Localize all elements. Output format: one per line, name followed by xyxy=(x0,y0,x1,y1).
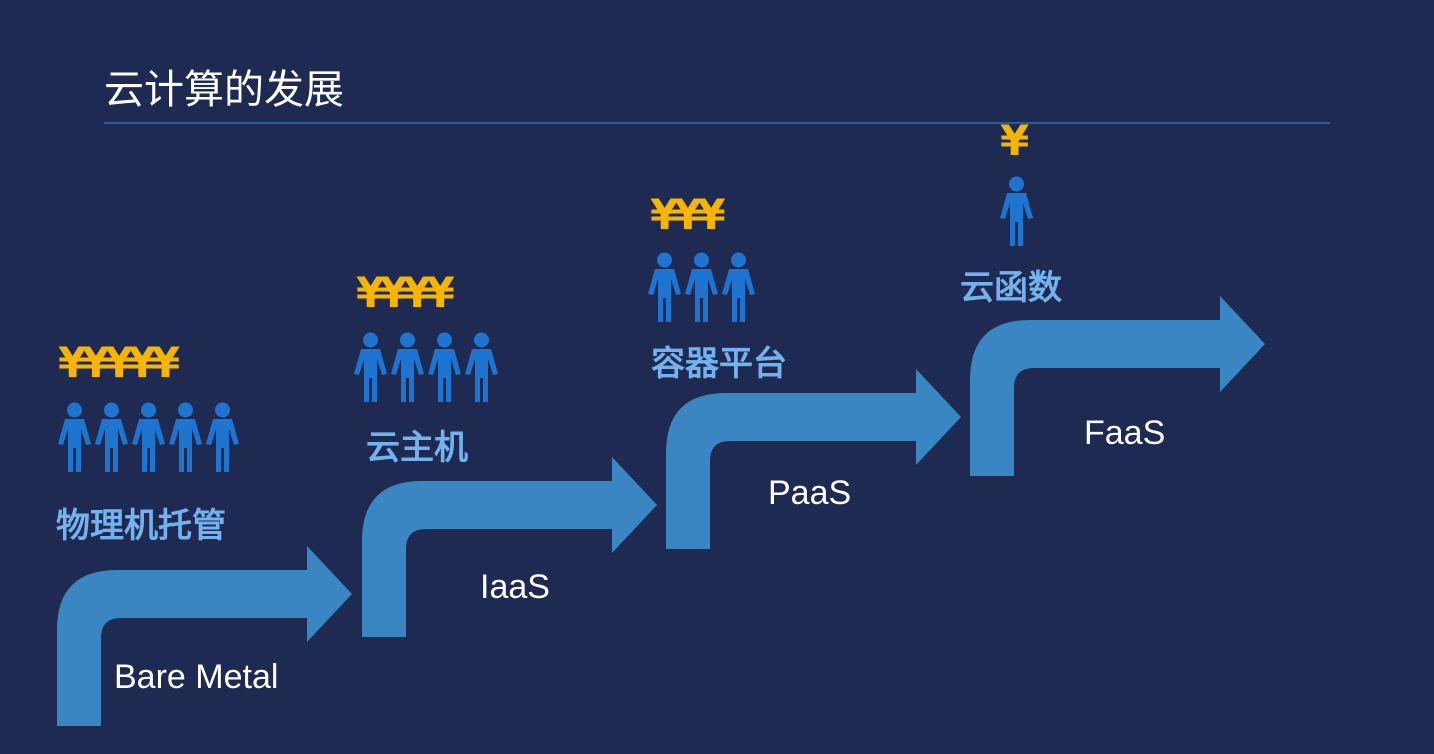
person-icon xyxy=(58,402,91,472)
person-icon xyxy=(391,332,424,402)
cost-indicator-faas: ¥ xyxy=(1000,116,1029,165)
stage-label-faas: FaaS xyxy=(1084,414,1166,452)
step-arrow-faas xyxy=(970,296,1265,476)
cost-indicator-iaas: ¥¥¥¥ xyxy=(356,268,455,317)
person-icon xyxy=(95,402,128,472)
stage-name-bare-metal: 物理机托管 xyxy=(56,506,226,546)
stage-name-iaas: 云主机 xyxy=(366,428,468,468)
person-icon xyxy=(169,402,202,472)
page-title: 云计算的发展 xyxy=(104,67,344,113)
title-divider xyxy=(104,122,1330,124)
staff-indicator-faas xyxy=(1000,176,1033,248)
person-icon xyxy=(648,252,681,322)
person-icon xyxy=(354,332,387,402)
stage-name-paas: 容器平台 xyxy=(651,344,787,384)
person-icon xyxy=(1000,176,1033,246)
cost-indicator-paas: ¥¥¥ xyxy=(650,190,726,239)
staff-indicator-bare-metal xyxy=(58,402,239,474)
stage-name-faas: 云函数 xyxy=(960,268,1062,308)
person-icon xyxy=(132,402,165,472)
cost-indicator-bare-metal: ¥¥¥¥¥ xyxy=(58,338,180,387)
person-icon xyxy=(685,252,718,322)
stage-label-bare-metal: Bare Metal xyxy=(114,658,279,696)
step-arrow-iaas xyxy=(362,457,657,637)
person-icon xyxy=(428,332,461,402)
staff-indicator-iaas xyxy=(354,332,498,404)
person-icon xyxy=(465,332,498,402)
person-icon xyxy=(722,252,755,322)
stage-label-paas: PaaS xyxy=(768,474,852,512)
staff-indicator-paas xyxy=(648,252,755,324)
stage-label-iaas: IaaS xyxy=(480,568,550,606)
step-arrow-paas xyxy=(666,369,961,549)
step-arrow-bare-metal xyxy=(57,546,352,726)
person-icon xyxy=(206,402,239,472)
